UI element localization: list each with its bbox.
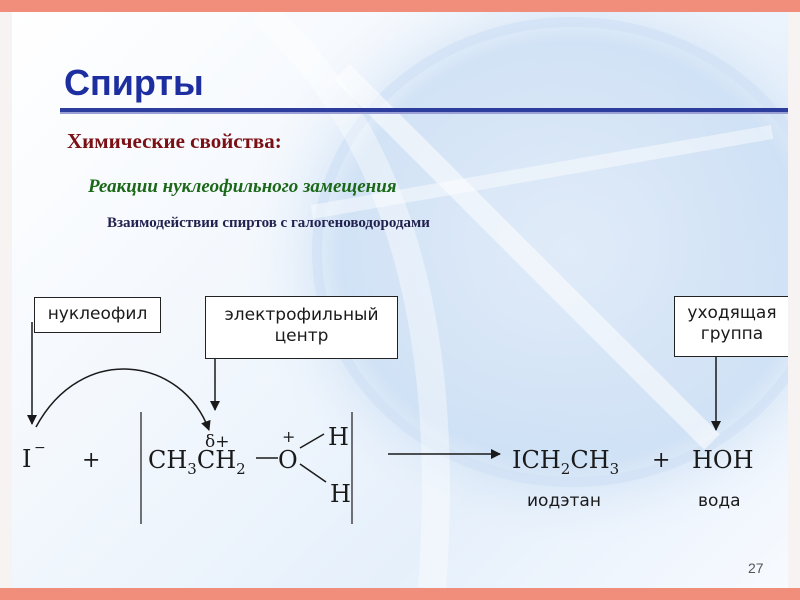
electrophilic-center-label-box: электрофильный центр [205, 296, 398, 359]
water-formula: HOH [692, 446, 754, 474]
frame-bottom-bar [0, 588, 800, 600]
oxygen-atom: O [278, 446, 298, 474]
reaction-scheme: I − + CH3CH2 δ+ O + H H ICH2CH3 иодэтан … [22, 322, 754, 524]
interaction-description: Взаимодействии спиртов с галогеноводород… [107, 215, 430, 231]
slide-title: Спирты [64, 62, 204, 103]
electrophilic-center-label-line2: центр [274, 326, 329, 346]
delta-plus: δ+ [205, 432, 229, 452]
leaving-group-label-line1: уходящая [687, 303, 777, 323]
background-clock-graphic [242, 12, 788, 588]
leaving-group-label-line2: группа [700, 324, 764, 344]
nucleophile-label: нуклеофил [47, 304, 148, 324]
hydrogen-upper: H [328, 423, 349, 451]
reaction-type-heading: Реакции нуклеофильного замещения [88, 176, 397, 197]
slide-content: I − + CH3CH2 δ+ O + H H ICH2CH3 иодэтан … [12, 12, 788, 588]
ch3-group: CH3CH2 [148, 446, 246, 478]
frame-top-bar [0, 0, 800, 12]
o-h-bond-lower [299, 463, 327, 483]
iodoethane-formula: ICH2CH3 [512, 446, 619, 478]
page-number: 27 [748, 560, 764, 576]
water-name: вода [698, 491, 741, 511]
iodoethane-name: иодэтан [527, 491, 601, 511]
iodide-ion: I [22, 445, 31, 473]
section-subtitle: Химические свойства: [67, 129, 282, 153]
nucleophilic-attack-arrow [35, 368, 211, 431]
leaving-group-label-box: уходящая группа [674, 296, 788, 357]
oxonium-charge: + [282, 427, 295, 446]
hydrogen-lower: H [330, 480, 351, 508]
plus-sign-2: + [652, 448, 670, 473]
nucleophile-label-box: нуклеофил [34, 297, 161, 333]
plus-sign-1: + [82, 448, 100, 473]
electrophilic-center-label-line1: электрофильный [224, 305, 379, 325]
title-underline [60, 108, 788, 114]
o-h-bond-upper [299, 433, 325, 449]
iodide-charge: − [34, 440, 46, 456]
